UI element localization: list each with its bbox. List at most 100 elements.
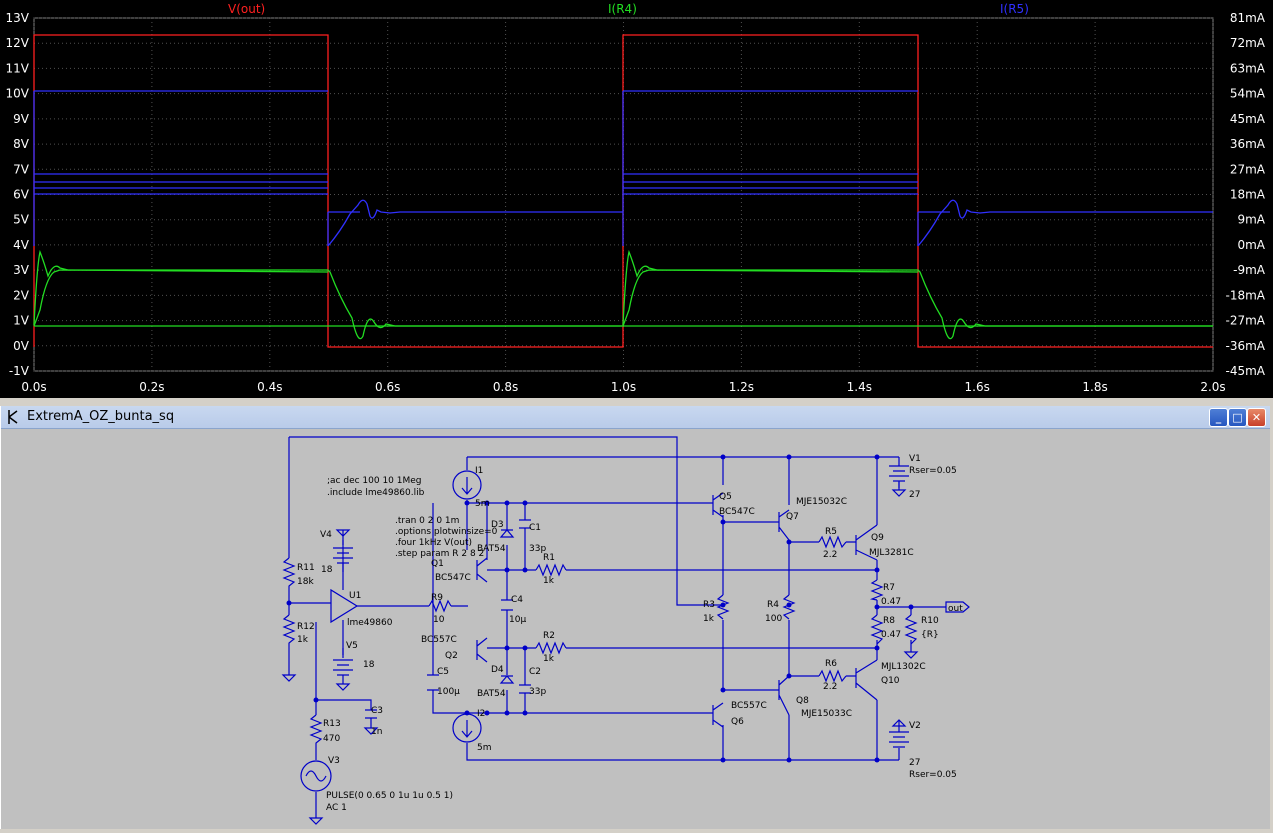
label-c4-val: 10µ — [509, 615, 526, 625]
diode-d4[interactable] — [499, 675, 515, 684]
directive-include[interactable]: .include lme49860.lib — [327, 488, 425, 498]
label-q7: Q7 — [786, 512, 799, 522]
battery-v5[interactable] — [333, 648, 353, 691]
x-tick-label: 2.0s — [1200, 380, 1225, 394]
transistor-q9[interactable] — [855, 524, 878, 561]
right-tick-label: 18mA — [1230, 188, 1266, 202]
label-c2: C2 — [529, 667, 541, 677]
schematic-icon — [8, 410, 18, 424]
label-v3: V3 — [328, 756, 340, 766]
label-v5-val: 18 — [363, 660, 375, 670]
label-r4: R4 — [767, 600, 779, 610]
trace-label-vout[interactable]: V(out) — [228, 2, 265, 16]
label-r12: R12 — [297, 622, 315, 632]
trace-label-ir4[interactable]: I(R4) — [608, 2, 637, 16]
output-port[interactable] — [945, 601, 970, 613]
right-tick-label: -9mA — [1233, 263, 1266, 277]
label-r8: R8 — [883, 616, 895, 626]
transistor-q10[interactable] — [855, 659, 878, 701]
label-d3-part: BAT54 — [477, 544, 506, 554]
left-tick-label: 1V — [13, 314, 30, 328]
label-q5: Q5 — [719, 492, 732, 502]
label-c1-val: 33p — [529, 544, 546, 554]
transistor-q5[interactable] — [701, 492, 724, 518]
directive-options[interactable]: .options plotwinsize=0 — [395, 527, 498, 537]
x-tick-label: 0.8s — [493, 380, 518, 394]
directive-four[interactable]: .four 1kHz V(out) — [395, 538, 472, 548]
resistor-r13[interactable] — [309, 714, 323, 746]
voltage-source-v3[interactable] — [300, 760, 332, 792]
right-tick-label: 27mA — [1230, 162, 1266, 176]
label-q9-part: MJL3281C — [869, 548, 914, 558]
label-v2-rser: Rser=0.05 — [909, 770, 957, 780]
capacitor-c5[interactable] — [427, 674, 439, 691]
transistor-q2[interactable] — [476, 637, 488, 663]
x-tick-label: 0.0s — [21, 380, 46, 394]
label-r10-val: {R} — [921, 630, 939, 640]
capacitor-c2[interactable] — [519, 684, 531, 694]
directive-tran[interactable]: .tran 0 2 0 1m — [395, 516, 459, 526]
label-q9: Q9 — [871, 533, 884, 543]
battery-v2[interactable] — [889, 719, 909, 748]
label-r2: R2 — [543, 631, 555, 641]
resistor-r6[interactable] — [818, 669, 847, 683]
label-c1: C1 — [529, 523, 541, 533]
left-tick-label: 12V — [6, 36, 30, 50]
capacitor-c1[interactable] — [519, 519, 531, 529]
label-u1: U1 — [349, 591, 361, 601]
resistor-r4[interactable] — [782, 594, 796, 620]
directive-step[interactable]: .step param R 2 8 2 — [395, 549, 484, 559]
transistor-q7[interactable] — [771, 509, 790, 541]
resistor-r8[interactable] — [870, 614, 884, 645]
trace-label-ir5[interactable]: I(R5) — [1000, 2, 1029, 16]
label-v3-ac: AC 1 — [326, 803, 347, 813]
label-q8-part: MJE15033C — [801, 709, 852, 719]
right-tick-label: -18mA — [1226, 288, 1266, 302]
op-amp-u1[interactable] — [330, 588, 359, 624]
current-source-i1[interactable] — [452, 470, 482, 500]
label-r9-val: 10 — [433, 615, 445, 625]
battery-v4[interactable] — [333, 529, 353, 572]
resistor-r2[interactable] — [535, 641, 567, 655]
label-v1-rser: Rser=0.05 — [909, 466, 957, 476]
diode-d3[interactable] — [499, 529, 515, 538]
transistor-q8[interactable] — [771, 675, 790, 716]
label-c3: C3 — [371, 706, 383, 716]
label-r3: R3 — [703, 600, 715, 610]
left-tick-label: 10V — [6, 87, 30, 101]
capacitor-c4[interactable] — [501, 599, 513, 611]
minimize-button[interactable]: _ — [1209, 408, 1228, 427]
battery-v1[interactable] — [889, 462, 909, 497]
schematic-canvas[interactable]: ;ac dec 100 10 1Meg .include lme49860.li… — [1, 429, 1270, 829]
maximize-button[interactable]: □ — [1228, 408, 1247, 427]
resistor-r9[interactable] — [428, 599, 452, 613]
capacitor-c3[interactable] — [365, 709, 377, 728]
x-tick-label: 1.0s — [611, 380, 636, 394]
resistor-r12[interactable] — [282, 614, 296, 649]
resistor-r10[interactable] — [904, 614, 918, 645]
right-tick-label: 72mA — [1230, 36, 1266, 50]
resistor-r7[interactable] — [869, 579, 884, 601]
transistor-q6[interactable] — [701, 702, 724, 728]
directive-ac[interactable]: ;ac dec 100 10 1Meg — [327, 476, 422, 486]
resistor-r3[interactable] — [716, 594, 730, 620]
label-d3: D3 — [491, 520, 504, 530]
current-source-i2[interactable] — [452, 713, 482, 743]
resistor-r11[interactable] — [282, 557, 296, 590]
transistor-q1[interactable] — [476, 557, 488, 583]
x-tick-label: 1.4s — [847, 380, 872, 394]
label-c5: C5 — [437, 667, 449, 677]
resistor-r5[interactable] — [818, 535, 847, 549]
left-tick-label: 0V — [13, 339, 30, 353]
label-i2: I2 — [477, 709, 485, 719]
x-tick-label: 1.6s — [965, 380, 990, 394]
left-tick-label: 6V — [13, 188, 30, 202]
schematic-titlebar[interactable]: ExtremA_OZ_bunta_sq _ □ ✕ — [1, 406, 1270, 429]
label-q1: Q1 — [431, 559, 444, 569]
label-c5-val: 100µ — [437, 687, 460, 697]
schematic-drawing[interactable]: ;ac dec 100 10 1Meg .include lme49860.li… — [1, 429, 1270, 829]
close-button[interactable]: ✕ — [1247, 408, 1266, 427]
resistor-r1[interactable] — [535, 563, 567, 577]
